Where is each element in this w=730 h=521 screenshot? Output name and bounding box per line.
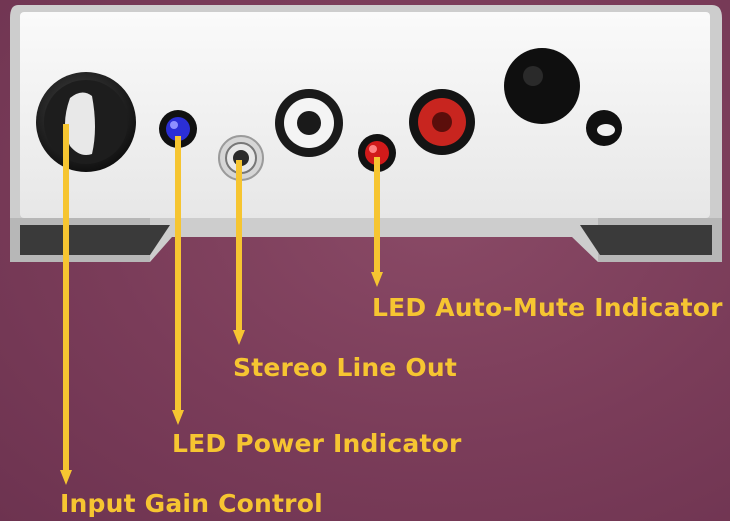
callout-arrow-stereo-out — [233, 330, 245, 345]
power-led — [159, 110, 197, 148]
callout-arrow-input-gain — [60, 470, 72, 485]
small-screw — [586, 110, 622, 146]
label-led-power: LED Power Indicator — [172, 429, 462, 458]
rca-red-jack — [409, 89, 475, 155]
gain-knob — [36, 72, 136, 172]
label-stereo-line-out: Stereo Line Out — [233, 353, 458, 382]
callout-arrow-led-power — [172, 410, 184, 425]
label-led-auto-mute: LED Auto-Mute Indicator — [372, 293, 723, 322]
power-socket — [504, 48, 580, 124]
auto-mute-led — [358, 134, 396, 172]
label-input-gain: Input Gain Control — [60, 489, 323, 518]
rca-white-jack — [275, 89, 343, 157]
callout-arrow-auto-mute — [371, 272, 383, 287]
